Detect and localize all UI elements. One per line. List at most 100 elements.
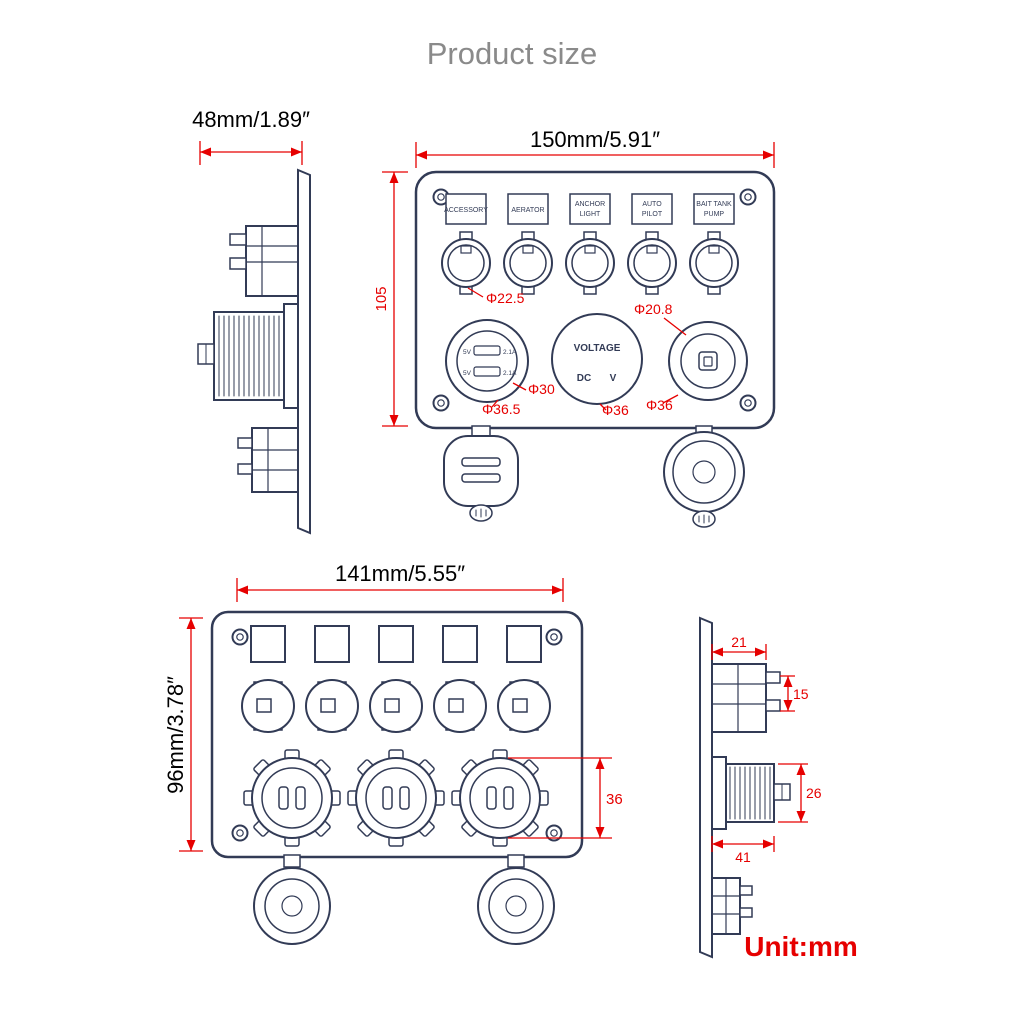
usb-port (473, 366, 501, 377)
terminal-prong (237, 463, 253, 475)
voltmeter-dc-label: DC (577, 373, 591, 384)
mounting-nut (283, 303, 299, 409)
rear-width-label: 141mm/5.55″ (335, 561, 465, 586)
panel-plate-edge (297, 168, 311, 535)
switch-label-plate (507, 193, 549, 225)
socket-pin-slot (703, 356, 713, 367)
usb-socket: 5V 2.1A 5V 2.1A (445, 319, 529, 403)
switch-label-plate (445, 193, 487, 225)
switch-body-side (711, 663, 767, 733)
terminal-prong (237, 437, 253, 449)
arrowhead-icon (712, 647, 723, 657)
side-right-top-width-dimension: 21 (711, 634, 767, 660)
switch-label: LIGHT (580, 211, 601, 218)
arrowhead-icon (763, 150, 774, 160)
usb-inner-ring (456, 330, 518, 392)
arrowhead-icon (755, 647, 766, 657)
arrowhead-icon (186, 840, 196, 851)
terminal-prong (229, 257, 247, 270)
switch-diameter-label: Φ22.5 (486, 290, 525, 306)
rocker-switch-rear (369, 679, 423, 733)
side-left-drawing (197, 168, 311, 535)
rear-socket-dimension-label: 36 (606, 791, 623, 808)
rocker-switch-rear (497, 679, 551, 733)
arrowhead-icon (783, 700, 793, 711)
arrowhead-icon (796, 811, 806, 822)
arrowhead-icon (796, 764, 806, 775)
cap-hinge (507, 854, 525, 868)
rear-socket-row (243, 749, 549, 847)
socket-rear (451, 749, 549, 847)
socket-dust-cap (663, 425, 745, 528)
usb-volt-label: 5V (463, 370, 472, 377)
switch-label-plate (631, 193, 673, 225)
voltmeter-bezel (551, 313, 643, 405)
label-plate-rear (506, 625, 542, 663)
label-plate-rear (314, 625, 350, 663)
switch-label-plate (693, 193, 735, 225)
rear-dust-cap (253, 854, 331, 945)
cap-hinge (283, 854, 301, 868)
page-title: Product size (427, 36, 598, 71)
arrowhead-icon (416, 150, 427, 160)
unit-label: Unit:mm (744, 931, 858, 962)
socket-rear (347, 749, 445, 847)
rear-label-plates (250, 625, 542, 663)
rear-socket-dimension: 36 (508, 757, 623, 839)
switch-label: PILOT (642, 211, 663, 218)
rocker-switch-rear (241, 679, 295, 733)
screw-hole (432, 394, 450, 412)
rear-view: 141mm/5.55″ 96mm/3.78″ (163, 561, 623, 945)
label-plate-rear (378, 625, 414, 663)
usb-dust-cap (443, 425, 519, 522)
label-plate-rear (442, 625, 478, 663)
front-height-dimension: 105 (373, 171, 408, 427)
rear-height-dimension: 96mm/3.78″ (163, 617, 203, 852)
switch-label: ACCESSORY (444, 207, 488, 214)
screw-hole (739, 188, 757, 206)
panel-plate-edge (699, 616, 713, 959)
switch-label: AUTO (642, 201, 662, 208)
rear-height-label: 96mm/3.78″ (163, 676, 188, 794)
switch-body-side (251, 427, 299, 493)
terminal-prong (739, 907, 753, 918)
switch-label-row: ACCESSORY AERATOR ANCHOR LIGHT AUTO PILO… (444, 193, 735, 225)
terminal-prong (765, 699, 781, 712)
cap-center (692, 460, 716, 484)
switch-body-side (245, 225, 299, 297)
arrowhead-icon (389, 415, 399, 426)
side-right-top-width-label: 21 (731, 634, 747, 650)
screw-hole (231, 628, 249, 646)
terminal-prong (739, 885, 753, 896)
voltmeter-title: VOLTAGE (574, 343, 621, 354)
front-width-dimension (415, 142, 775, 168)
usb-amp-label: 2.1A (503, 370, 517, 377)
mounting-nut (711, 756, 727, 830)
side-left-width-dimension (199, 141, 303, 165)
cap-slot (461, 473, 501, 483)
leader-line (599, 403, 607, 411)
side-right-body-height-dimension: 26 (778, 763, 822, 823)
cap-center (505, 895, 527, 917)
socket-diameter-label: Φ36 (646, 397, 673, 413)
socket-inner-diameter-label: Φ20.8 (634, 301, 673, 317)
switch-label: BAIT TANK (696, 201, 732, 208)
rear-dust-cap (477, 854, 555, 945)
side-right-body-width-dimension: 41 (711, 836, 775, 865)
power-socket (668, 321, 748, 401)
arrowhead-icon (200, 147, 211, 157)
usb-inner-diameter-label: Φ30 (528, 381, 555, 397)
usb-volt-label: 5V (463, 349, 472, 356)
switch-label-plate (569, 193, 611, 225)
arrowhead-icon (186, 618, 196, 629)
leader-line (491, 399, 499, 408)
usb-amp-label: 2.1A (503, 349, 517, 356)
voltmeter-diameter-label: Φ36 (602, 402, 629, 418)
front-height-label: 105 (373, 286, 390, 311)
screw-hole (739, 394, 757, 412)
side-view-left: 48mm/1.89″ (192, 107, 311, 535)
leader-line (662, 394, 679, 404)
arrowhead-icon (783, 676, 793, 687)
cap-center (281, 895, 303, 917)
